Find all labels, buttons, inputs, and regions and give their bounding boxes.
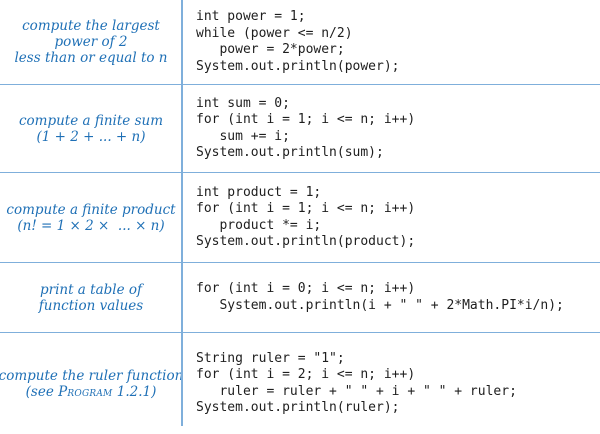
row-description: compute a finite product (n! = 1 × 2 × .… <box>0 173 182 262</box>
description-text: 1.2.1) <box>112 383 157 400</box>
program-reference: Program <box>58 383 113 400</box>
code-line: System.out.println(i + " " + 2*Math.PI*i… <box>196 297 564 313</box>
code-line: System.out.println(ruler); <box>196 400 400 415</box>
code-line: System.out.println(sum); <box>196 145 384 160</box>
code-line: for (int i = 1; i <= n; i++) <box>196 201 416 216</box>
row-code: int sum = 0; for (int i = 1; i <= n; i++… <box>182 85 600 172</box>
row-code: String ruler = "1"; for (int i = 2; i <=… <box>182 333 600 434</box>
code-line: for (int i = 0; i <= n; i++) <box>196 281 416 296</box>
description-line: (see Program 1.2.1) <box>26 384 157 400</box>
row-description: compute a finite sum (1 + 2 + ... + n) <box>0 85 182 172</box>
description-line: compute a finite product <box>6 201 176 218</box>
code-line: int product = 1; <box>196 184 322 200</box>
code-line: sum += i; <box>196 128 290 144</box>
row-description: print a table of function values <box>0 263 182 332</box>
code-line: int power = 1; <box>196 9 306 24</box>
table-row: compute the ruler function (see Program … <box>0 333 600 434</box>
code-line: for (int i = 2; i <= n; i++) <box>196 367 416 382</box>
row-description: compute the largest power of 2 less than… <box>0 0 182 84</box>
column-divider <box>181 0 183 426</box>
code-line: int sum = 0; <box>196 95 290 111</box>
row-code: int power = 1; while (power <= n/2) powe… <box>182 0 600 84</box>
code-line: for (int i = 1; i <= n; i++) <box>196 112 416 127</box>
table-row: print a table of function values for (in… <box>0 263 600 333</box>
row-code: int product = 1; for (int i = 1; i <= n;… <box>182 173 600 262</box>
description-line: (n! = 1 × 2 × ... × n) <box>17 217 165 234</box>
code-line: power = 2*power; <box>196 42 345 57</box>
description-line: power of 2 <box>54 34 128 50</box>
row-description: compute the ruler function (see Program … <box>0 333 184 434</box>
description-line: print a table of <box>39 281 142 298</box>
table-row: compute the largest power of 2 less than… <box>0 0 600 85</box>
description-line: compute the ruler function <box>0 367 184 384</box>
description-line: compute the largest <box>22 18 160 34</box>
code-line: System.out.println(product); <box>196 234 416 249</box>
code-line: product *= i; <box>196 217 322 233</box>
table-row: compute a finite sum (1 + 2 + ... + n) i… <box>0 85 600 173</box>
description-line: less than or equal to n <box>14 50 168 66</box>
row-code: for (int i = 0; i <= n; i++) System.out.… <box>182 263 600 332</box>
description-line: compute a finite sum <box>18 112 164 129</box>
code-line: System.out.println(power); <box>196 58 400 74</box>
description-line: (1 + 2 + ... + n) <box>36 128 146 145</box>
table-row: compute a finite product (n! = 1 × 2 × .… <box>0 173 600 263</box>
description-text: (see <box>25 383 59 400</box>
code-line: while (power <= n/2) <box>196 25 353 41</box>
description-line: function values <box>38 297 144 314</box>
code-line: ruler = ruler + " " + i + " " + ruler; <box>196 383 517 399</box>
code-line: String ruler = "1"; <box>196 350 345 366</box>
